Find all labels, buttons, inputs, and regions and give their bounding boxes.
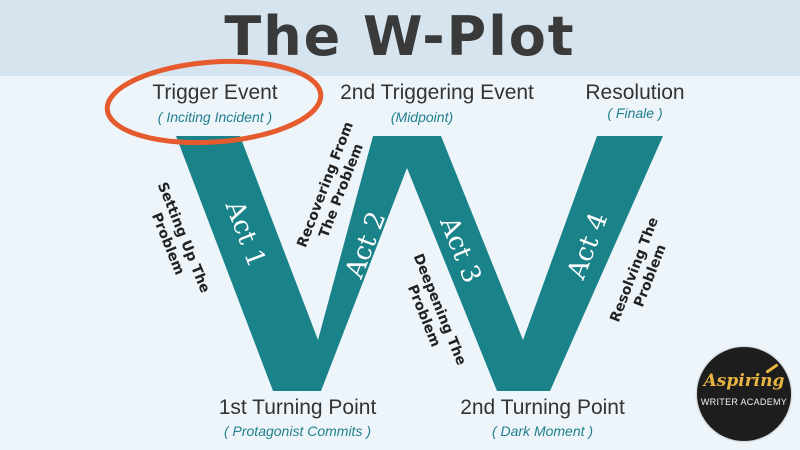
resolution-label: Resolution <box>585 81 685 104</box>
trigger-event-label: Trigger Event <box>152 81 278 104</box>
resolution-sub: ( Finale ) <box>607 105 663 121</box>
title-band <box>0 0 800 76</box>
highlight-circle <box>104 58 324 146</box>
academy-logo: Aspiring WRITER ACADEMY <box>697 347 791 441</box>
logo-line-1: Aspiring <box>703 371 785 391</box>
second-turning-label: 2nd Turning Point <box>460 396 625 419</box>
first-turning-label: 1st Turning Point <box>218 396 377 419</box>
second-trigger-sub: (Midpoint) <box>390 109 454 125</box>
w-shape <box>176 136 663 391</box>
second-trigger-label: 2nd Triggering Event <box>340 81 534 104</box>
second-turning-sub: ( Dark Moment ) <box>491 423 594 439</box>
trigger-event-sub: ( Inciting Incident ) <box>157 109 273 125</box>
first-turning-sub: ( Protagonist Commits ) <box>223 423 372 439</box>
logo-line-2: WRITER ACADEMY <box>700 397 788 407</box>
page-title: The W-Plot <box>224 5 576 68</box>
